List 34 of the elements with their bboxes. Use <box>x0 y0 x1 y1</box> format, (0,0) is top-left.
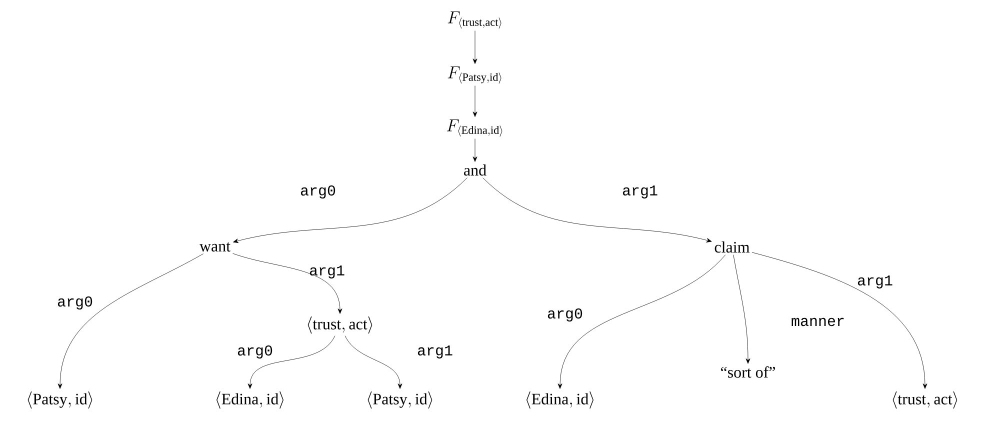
node-label: “sort of” <box>721 366 775 378</box>
node-label: $F_{\langle \mathrm{Patsy,id}\rangle}$ <box>448 66 502 84</box>
arrow <box>344 336 402 389</box>
node-label: $\langle \mathrm{Patsy}, \mathrm{id}\rangle$ <box>28 391 92 409</box>
node-label: and <box>464 164 486 176</box>
node-label: $\langle \mathrm{trust}, \mathrm{act}\rangle$ <box>308 316 372 334</box>
edge-label: arg1 <box>622 186 658 198</box>
edge-label: manner <box>792 318 844 326</box>
arrow <box>472 138 478 162</box>
arrow <box>482 178 712 242</box>
edge-label: arg0 <box>300 185 336 199</box>
node-label: want <box>199 242 230 252</box>
edge-label: arg1 <box>418 346 452 358</box>
node-label: claim <box>714 241 750 253</box>
arrow <box>233 178 468 243</box>
arrow <box>472 86 478 117</box>
node-label: $F_{\langle \mathrm{Edina,id}\rangle}$ <box>446 119 502 137</box>
edge-label: arg1 <box>858 276 892 288</box>
arrow <box>733 254 750 364</box>
node-label: $\langle \mathrm{Patsy}, \mathrm{id}\rangle$ <box>368 391 432 409</box>
arrow <box>248 336 336 389</box>
node-label: $F_{\langle \mathrm{trust,act}\rangle}$ <box>448 11 502 29</box>
edge-label: arg0 <box>238 345 272 359</box>
edge-label: arg0 <box>548 308 582 322</box>
arrow <box>232 253 342 314</box>
arrow <box>752 252 928 389</box>
node-label: $\langle \mathrm{trust}, \mathrm{act}\rangle$ <box>892 391 958 409</box>
arrow <box>558 254 726 389</box>
edge-label: arg1 <box>310 266 344 278</box>
node-label: $\langle \mathrm{Edina}, \mathrm{id}\rangle$ <box>526 391 594 409</box>
arrow <box>472 30 478 64</box>
node-label: $\langle \mathrm{Edina}, \mathrm{id}\rangle$ <box>216 391 284 409</box>
arrow <box>58 254 204 389</box>
edge-label: arg0 <box>58 296 92 310</box>
